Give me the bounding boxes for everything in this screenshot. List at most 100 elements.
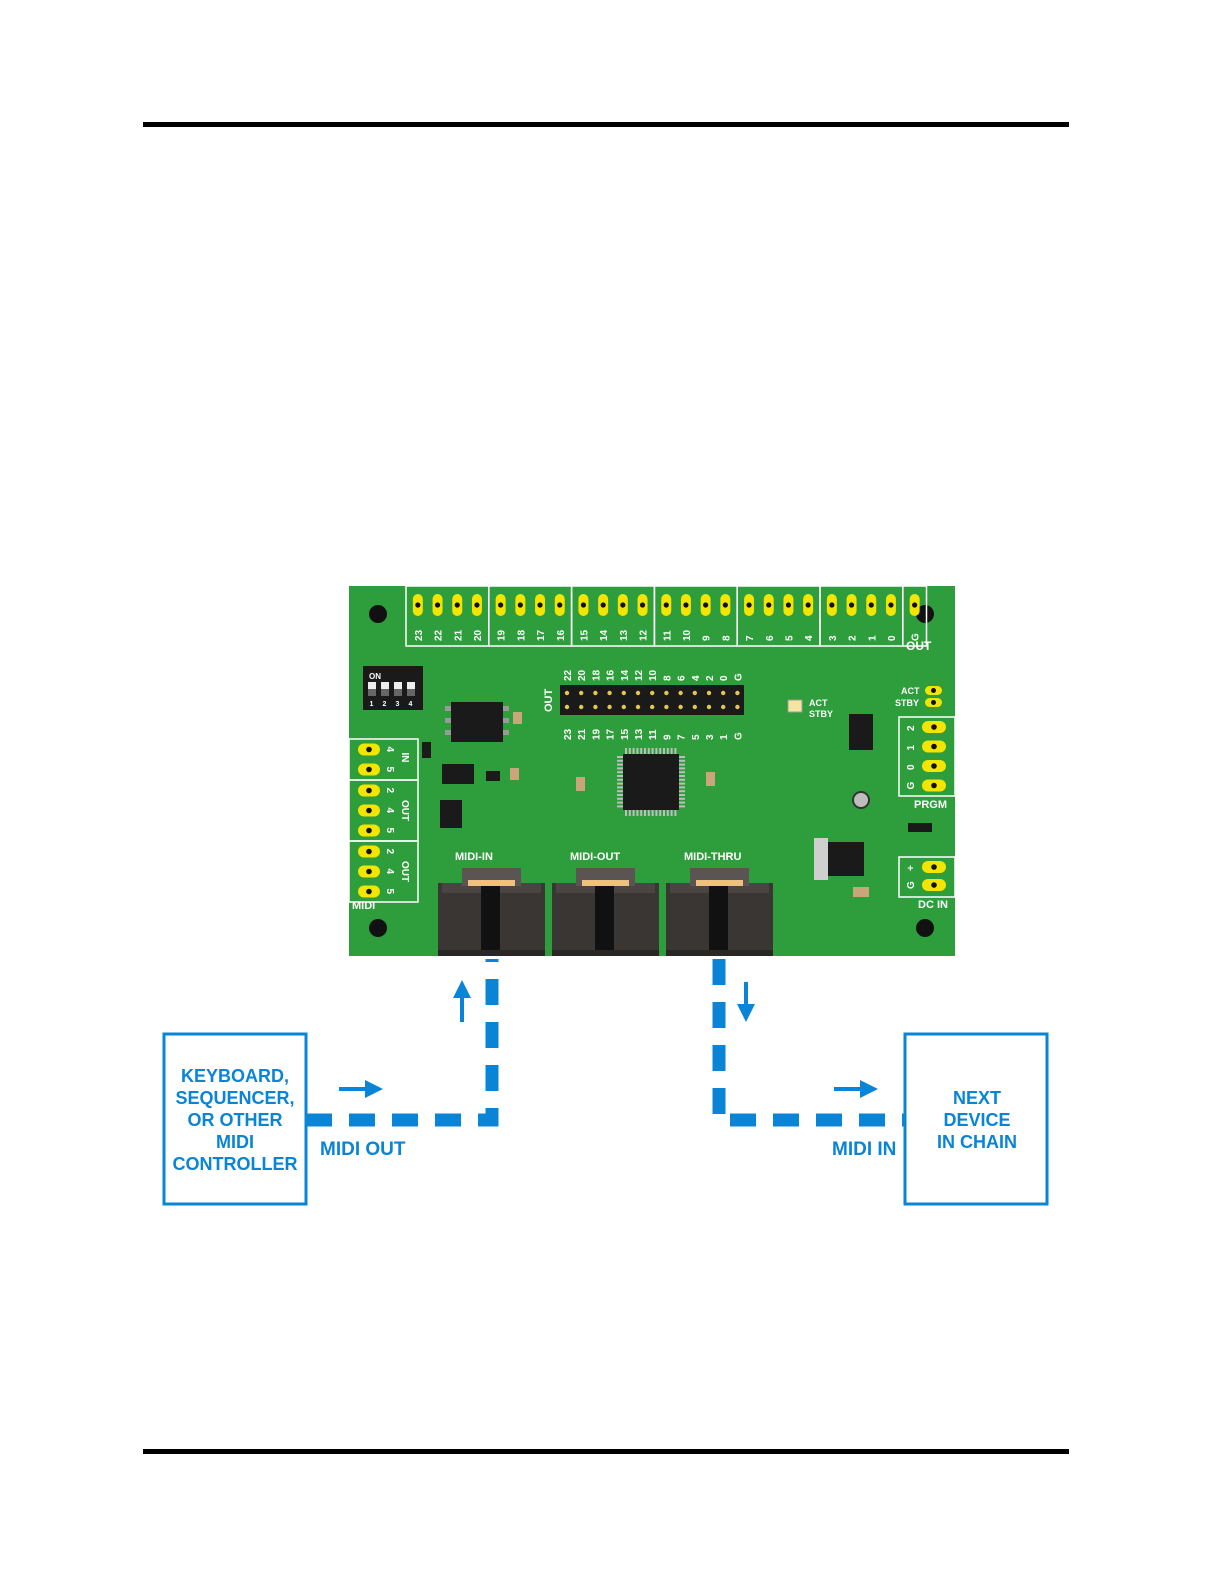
source-device-text: KEYBOARD,SEQUENCER,OR OTHERMIDICONTROLLE… — [173, 1066, 298, 1174]
midi-pad-group-label: IN — [399, 753, 410, 763]
header-pin-label: 8 — [721, 635, 732, 641]
header-pin — [635, 690, 641, 696]
mcu-pin — [617, 782, 623, 785]
connector-label: MIDI-IN — [455, 851, 493, 863]
status-led — [787, 699, 803, 713]
mounting-hole — [369, 605, 387, 623]
prgm-pad-hole — [931, 743, 937, 750]
header-pin-label: 6 — [765, 635, 776, 641]
mcu-pin — [674, 810, 677, 816]
connector-slot — [595, 886, 614, 950]
header-pin — [621, 704, 626, 710]
header-pad-hole — [557, 602, 563, 608]
midi-pad-group — [348, 840, 419, 903]
next-device-line: IN CHAIN — [937, 1132, 1017, 1152]
mcu-pin — [670, 748, 673, 754]
pin-header-top-label: G — [733, 673, 744, 681]
connector-label: MIDI-OUT — [570, 851, 620, 863]
dip-on-label: ON — [369, 672, 381, 681]
diode — [422, 742, 431, 758]
resistor — [706, 772, 715, 786]
mcu-pin — [617, 775, 623, 777]
header-pin — [664, 704, 669, 710]
pin-header-bottom-label: 13 — [634, 728, 645, 740]
mcu-pin — [679, 801, 685, 804]
header-pin — [650, 690, 655, 696]
mcu-pin — [617, 790, 623, 793]
header-pin-label: 2 — [848, 635, 859, 641]
header-pad-hole — [620, 602, 626, 608]
prgm-pin-label: 0 — [906, 764, 917, 770]
mcu-pin — [617, 805, 623, 808]
connector-stripe — [696, 880, 743, 886]
header-pad-hole — [722, 602, 728, 608]
cable-midi-out — [306, 959, 499, 1127]
header-pin-label: 1 — [867, 635, 878, 641]
connector-stripe — [582, 880, 629, 886]
mcu-pin — [628, 748, 631, 754]
led-stby-label: STBY — [809, 709, 833, 719]
mcu-pin — [647, 748, 650, 754]
midi-pad-hole — [366, 787, 372, 794]
pin-header-top-label: 22 — [563, 669, 574, 681]
header-pad-hole — [805, 602, 811, 608]
mcu-pin — [651, 810, 654, 816]
midi-pad-hole — [366, 868, 372, 875]
midi-in-label: MIDI IN — [832, 1139, 896, 1160]
next-device-line: DEVICE — [943, 1110, 1010, 1130]
mounting-hole — [916, 605, 934, 623]
header-pad-hole — [703, 602, 709, 608]
led-act-label: ACT — [809, 698, 828, 708]
connector-base — [438, 950, 545, 956]
mcu-pin — [659, 810, 662, 816]
header-pin — [692, 704, 697, 710]
prgm-pad-hole — [931, 763, 937, 769]
midi-pad-hole — [366, 888, 372, 895]
pin-header-top-label: 12 — [634, 669, 645, 681]
header-pin-label: 22 — [434, 629, 445, 641]
header-pad-hole — [474, 602, 480, 608]
header-pin — [678, 704, 683, 710]
arrow-right-icon — [834, 1080, 878, 1098]
ic-chip — [442, 764, 474, 784]
header-pin — [706, 704, 712, 710]
trimmer — [852, 791, 870, 809]
pin-header-top-label: 8 — [662, 675, 673, 681]
mcu-pin — [666, 810, 669, 816]
mcu-pin — [632, 810, 635, 816]
prgm-label: PRGM — [914, 799, 947, 811]
header-pin-label: 9 — [702, 635, 713, 641]
midi-pad-hole — [366, 746, 372, 753]
pin-header-bottom-label: 5 — [691, 734, 702, 740]
pin-header-bottom-label: 19 — [591, 728, 602, 740]
header-pin-label: 13 — [619, 629, 630, 641]
mcu-pin — [679, 794, 685, 796]
mcu-pin — [617, 771, 623, 774]
pin-header-bottom-label: 15 — [620, 728, 631, 740]
next-device-line: NEXT — [953, 1088, 1001, 1108]
pin-header-bottom-label: 7 — [677, 734, 688, 740]
header-pin-label: 20 — [473, 629, 484, 641]
header-pad-hole — [746, 602, 752, 608]
prgm-pin-label: 1 — [906, 745, 917, 751]
header-pad-hole — [517, 602, 523, 608]
header-pin-label: 0 — [887, 635, 898, 641]
header-pad-hole — [888, 602, 894, 608]
bottom-rule — [143, 1449, 1069, 1454]
header-pad-hole — [912, 602, 918, 608]
mcu-pin — [663, 748, 665, 754]
mounting-hole — [369, 919, 387, 937]
pin-header-top-label: 16 — [606, 669, 617, 681]
mounting-hole — [916, 919, 934, 937]
pin-header-top-label: 20 — [577, 669, 588, 681]
header-pad-hole — [498, 602, 504, 608]
header-pad-hole — [766, 602, 772, 608]
mcu-pin — [647, 810, 650, 816]
header-pin-label: 18 — [516, 629, 527, 641]
header-pad-hole — [663, 602, 669, 608]
